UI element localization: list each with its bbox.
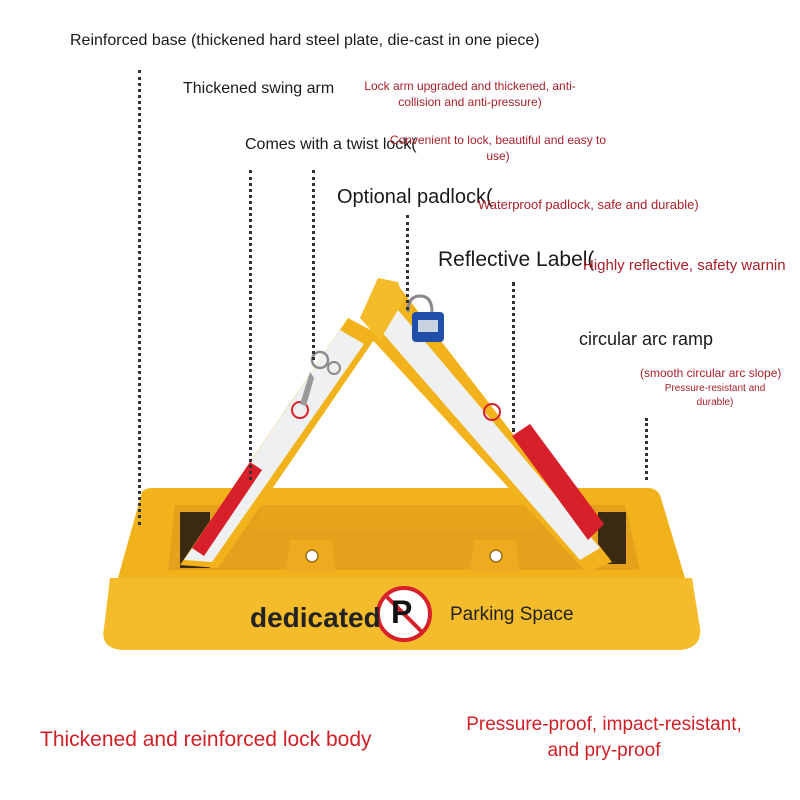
callout-circular-arc-ramp: circular arc ramp bbox=[579, 329, 714, 349]
label-dedicated: dedicated bbox=[250, 602, 381, 633]
twist-lock-key bbox=[300, 372, 314, 406]
callout-twist-lock: Comes with a twist lock( bbox=[245, 136, 417, 153]
twist-lock-key-ring bbox=[310, 350, 330, 370]
no-parking-letter: P bbox=[391, 594, 413, 630]
apex-hinge bbox=[360, 278, 404, 340]
leader-padlock bbox=[406, 215, 409, 310]
leader-base bbox=[138, 70, 141, 525]
padlock-shackle bbox=[406, 294, 434, 313]
leader-ramp bbox=[645, 418, 648, 480]
mount-hole-right bbox=[489, 549, 503, 563]
label-parking-space: Parking Space bbox=[450, 604, 574, 625]
no-parking-slash bbox=[384, 594, 424, 634]
leader-reflective bbox=[512, 282, 515, 432]
note-ramp-durable: Pressure-resistant and durable) bbox=[664, 383, 766, 408]
note-twist-lock: Convenient to lock, beautiful and easy t… bbox=[389, 133, 607, 164]
callout-swing-arm: Thickened swing arm bbox=[183, 80, 335, 97]
callout-reflective-label: Reflective Label( bbox=[438, 248, 595, 271]
right-arm-logo bbox=[483, 403, 501, 421]
note-reflective-label: Highly reflective, safety warnin bbox=[583, 257, 786, 274]
padlock-plate bbox=[418, 320, 438, 332]
note-padlock: Waterproof padlock, safe and durable) bbox=[478, 197, 699, 212]
note-ramp-slope: (smooth circular arc slope) bbox=[640, 366, 782, 380]
right-arm-reflector bbox=[380, 310, 600, 560]
callout-base: Reinforced base (thickened hard steel pl… bbox=[70, 32, 540, 49]
mount-hole-left bbox=[305, 549, 319, 563]
leader-twist-lock bbox=[312, 170, 315, 360]
crossbar bbox=[256, 505, 540, 530]
right-arm-red-stripe bbox=[512, 424, 604, 540]
left-arm-red-stripe bbox=[192, 462, 262, 556]
callout-padlock: Optional padlock( bbox=[337, 186, 493, 208]
twist-lock-key-ring-2 bbox=[327, 361, 341, 375]
caption-lock-body: Thickened and reinforced lock body bbox=[40, 728, 372, 751]
leader-swing-arm bbox=[249, 170, 252, 480]
left-arm-logo bbox=[291, 401, 309, 419]
note-swing-arm: Lock arm upgraded and thickened, anti-co… bbox=[364, 79, 576, 110]
caption-pressure-proof: Pressure-proof, impact-resistant, and pr… bbox=[466, 714, 742, 761]
